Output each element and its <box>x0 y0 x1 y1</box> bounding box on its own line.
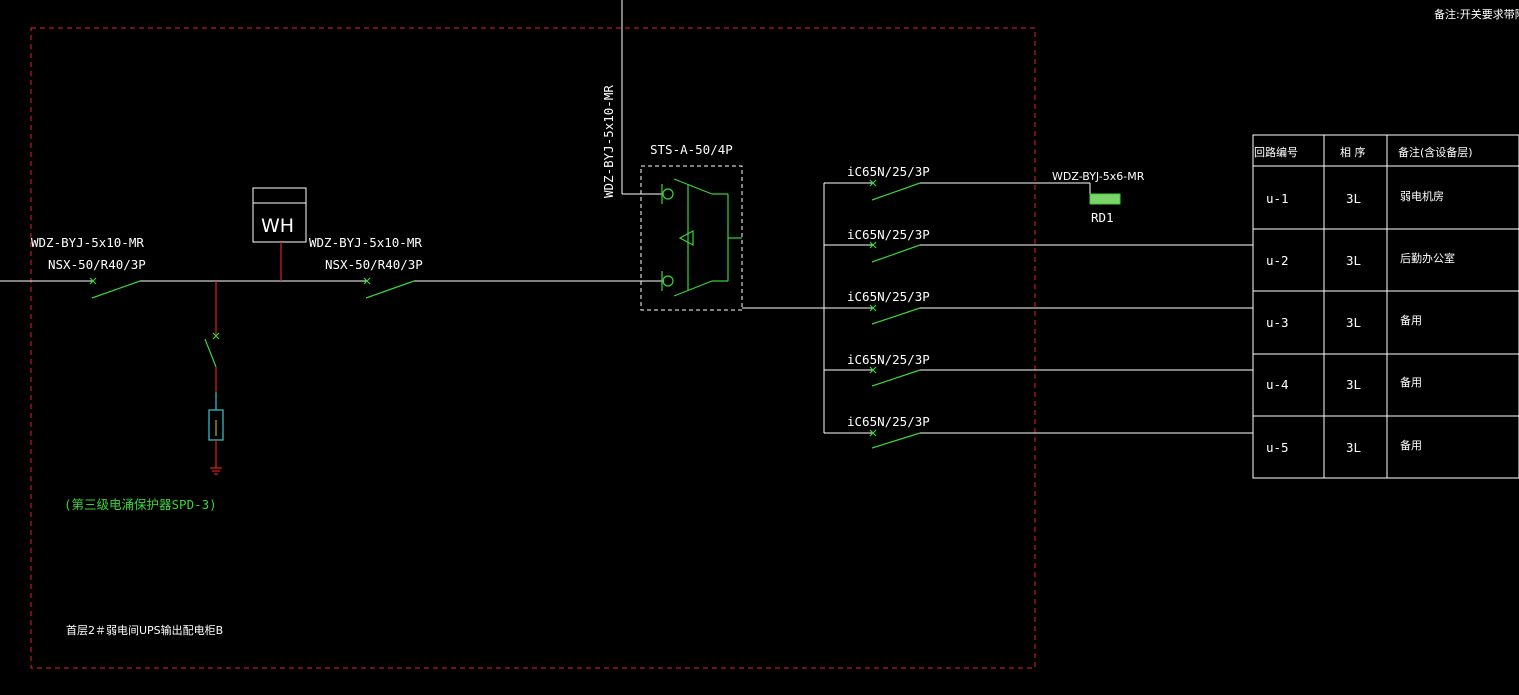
branch-3 <box>824 304 1253 325</box>
branch-2-breaker-label: iC65N/25/3P <box>847 227 930 242</box>
branch-1-cable-label: WDZ-BYJ-5x6-MR <box>1052 170 1145 183</box>
table-row-5-phase: 3L <box>1346 440 1361 455</box>
circuit-table <box>1252 134 1519 479</box>
table-row-4-phase: 3L <box>1346 377 1361 392</box>
table-row-4-remark: 备用 <box>1400 375 1422 389</box>
sts-label: STS-A-50/4P <box>650 142 733 157</box>
table-row-3-phase: 3L <box>1346 315 1361 330</box>
table-header-remark: 备注(含设备层) <box>1398 145 1473 159</box>
table-row-1-circuit: u-1 <box>1266 191 1289 206</box>
table-row-3-circuit: u-3 <box>1266 315 1289 330</box>
table-row-4-circuit: u-4 <box>1266 377 1289 392</box>
sts-enclosure <box>640 165 743 311</box>
cable-2-label: WDZ-BYJ-5x10-MR <box>309 235 422 250</box>
vertical-cable-label: WDZ-BYJ-5x10-MR <box>601 85 616 198</box>
breaker-1-symbol <box>89 277 141 299</box>
table-header-circuit: 回路编号 <box>1254 145 1298 159</box>
branch-2 <box>824 241 1253 263</box>
branch-3-breaker-label: iC65N/25/3P <box>847 289 930 304</box>
branch-5 <box>824 429 1253 449</box>
table-header-phase: 相 序 <box>1340 145 1366 159</box>
branch-4-breaker-label: iC65N/25/3P <box>847 352 930 367</box>
spd-branch <box>204 281 224 475</box>
table-row-5-circuit: u-5 <box>1266 440 1289 455</box>
branch-1 <box>824 179 1121 205</box>
table-row-2-remark: 后勤办公室 <box>1400 251 1455 265</box>
sts-switch-symbol <box>661 178 742 297</box>
branch-1-breaker-label: iC65N/25/3P <box>847 164 930 179</box>
table-row-2-circuit: u-2 <box>1266 253 1289 268</box>
top-right-note: 备注:开关要求带附件,复核 <box>1434 7 1519 21</box>
branch-5-breaker-label: iC65N/25/3P <box>847 414 930 429</box>
spd-label: (第三级电涌保护器SPD-3) <box>64 497 217 512</box>
table-row-2-phase: 3L <box>1346 253 1361 268</box>
table-row-1-phase: 3L <box>1346 191 1361 206</box>
breaker-2-symbol <box>363 277 415 299</box>
table-row-1-remark: 弱电机房 <box>1400 189 1444 203</box>
breaker-1-label: NSX-50/R40/3P <box>48 257 146 272</box>
breaker-2-label: NSX-50/R40/3P <box>325 257 423 272</box>
branch-4 <box>824 366 1253 387</box>
panel-name-label: 首层2＃弱电间UPS输出配电柜B <box>66 623 223 637</box>
table-row-3-remark: 备用 <box>1400 313 1422 327</box>
branch-1-device-label: RD1 <box>1091 210 1114 225</box>
cable-1-label: WDZ-BYJ-5x10-MR <box>31 235 144 250</box>
meter-label: WH <box>261 215 294 237</box>
energy-meter <box>252 187 307 281</box>
table-row-5-remark: 备用 <box>1400 438 1422 452</box>
panel-boundary <box>30 27 1036 669</box>
